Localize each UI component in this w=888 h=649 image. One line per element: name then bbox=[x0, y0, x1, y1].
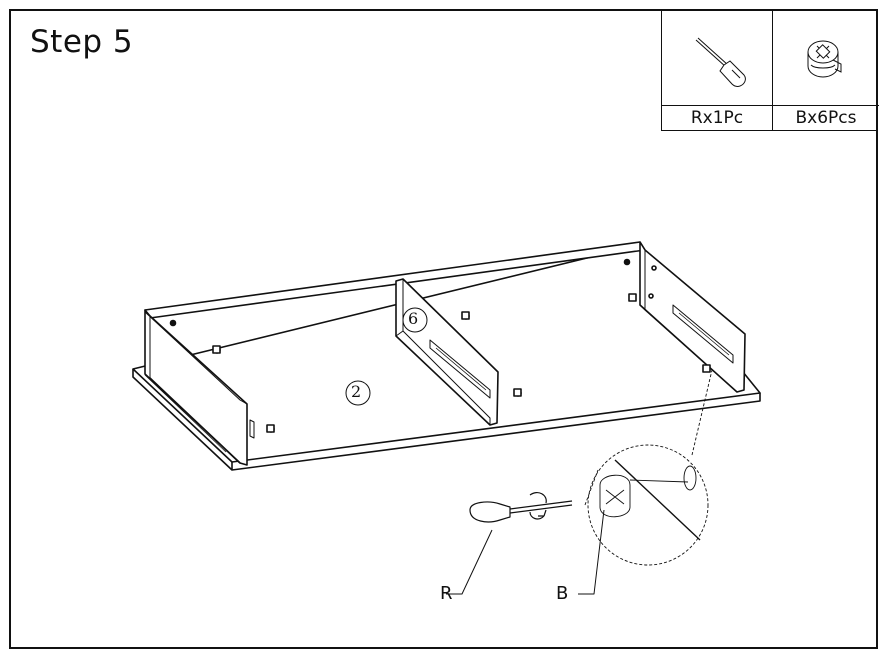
screwdriver bbox=[446, 491, 573, 595]
callout-cam-lock: B bbox=[556, 583, 569, 604]
assembly-drawing bbox=[132, 241, 761, 595]
part-item-cam-lock: Bx6Pcs bbox=[773, 10, 879, 130]
parts-list: Rx1Pc Bx6Pcs bbox=[661, 10, 879, 131]
part-label-cam-lock: Bx6Pcs bbox=[773, 105, 879, 130]
cam-lock-leader bbox=[578, 509, 605, 595]
screwdriver-icon bbox=[662, 10, 772, 105]
left-side-panel bbox=[144, 309, 275, 466]
part-label-screwdriver: Rx1Pc bbox=[662, 105, 772, 130]
right-side-panel bbox=[623, 241, 746, 393]
callout-screwdriver: R bbox=[440, 583, 453, 604]
step-title: Step 5 bbox=[30, 24, 134, 60]
panel-label-divider: 6 bbox=[408, 309, 419, 328]
cam-lock-icon bbox=[773, 10, 879, 105]
part-item-screwdriver: Rx1Pc bbox=[662, 10, 773, 130]
panel-label-bottom: 2 bbox=[351, 382, 362, 401]
